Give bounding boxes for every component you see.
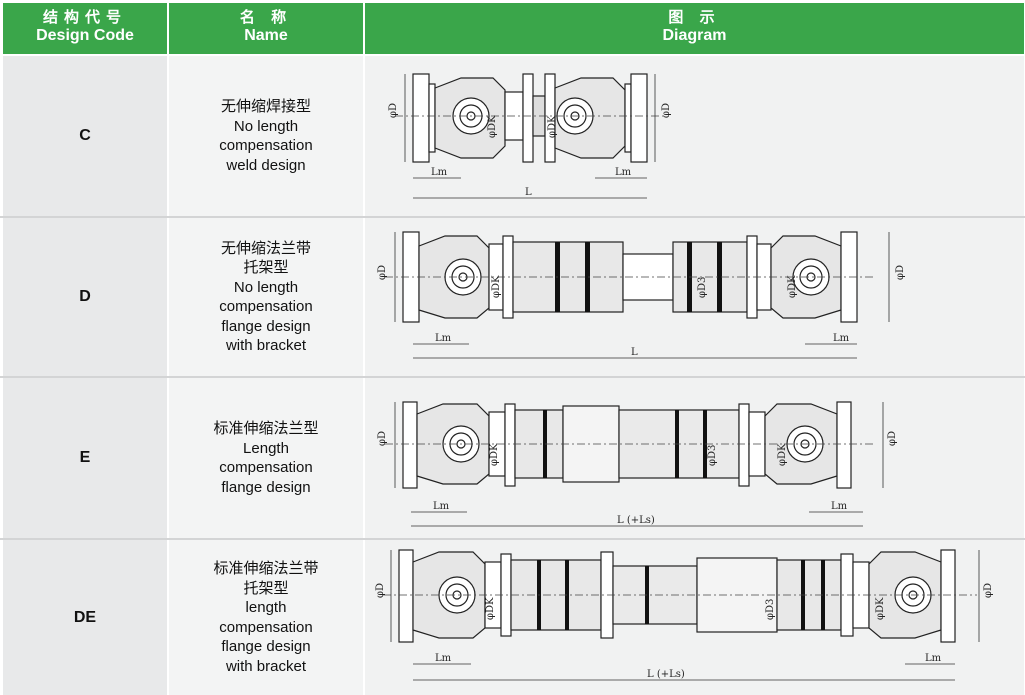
design-code-cell: C bbox=[3, 56, 167, 216]
header-name: 名 称 Name bbox=[169, 3, 363, 54]
design-code-cell: E bbox=[3, 378, 167, 538]
shaft-diagram-de: φD φD φDK φD3 φDK Lm Lm L (+Ls) bbox=[375, 549, 994, 681]
header-diagram-en: Diagram bbox=[662, 27, 727, 44]
name-line: compensation bbox=[219, 618, 313, 636]
design-name-cell: 标准伸缩法兰型 Length compensation flange desig… bbox=[169, 378, 363, 538]
dim-dk-left: φDK bbox=[487, 115, 498, 138]
name-line: 标准伸缩法兰型 bbox=[213, 420, 319, 437]
design-name-cell: 无伸缩法兰带 托架型 No length compensation flange… bbox=[169, 218, 363, 376]
dim-dk-right: φDK bbox=[777, 443, 788, 466]
name-line: No length bbox=[233, 278, 299, 296]
name-line: with bracket bbox=[225, 657, 307, 675]
design-code-cell: DE bbox=[3, 540, 167, 695]
diagram-cell: φD φD φDK φD3 φDK Lm Lm L (+Ls) bbox=[365, 378, 1024, 538]
name-line: 托架型 bbox=[243, 579, 289, 597]
name-line: 无伸缩焊接型 bbox=[220, 98, 311, 115]
dim-d3: φD3 bbox=[697, 277, 708, 298]
diagram-cell: φD φD φDK φD3 φDK Lm Lm L bbox=[365, 218, 1024, 376]
design-name-cell: 无伸缩焊接型 No length compensation weld desig… bbox=[169, 56, 363, 216]
header-name-en: Name bbox=[244, 27, 288, 44]
dim-d-right: φD bbox=[895, 265, 906, 280]
dim-lm-left: Lm bbox=[431, 167, 448, 178]
dim-dk-left: φDK bbox=[485, 597, 496, 620]
table-row-e: E 标准伸缩法兰型 Length compensation flange des… bbox=[0, 378, 1025, 538]
name-line: compensation bbox=[219, 459, 313, 476]
dim-dk-left: φDK bbox=[489, 443, 500, 466]
name-line: 标准伸缩法兰带 bbox=[213, 560, 319, 577]
name-line: 托架型 bbox=[243, 259, 289, 276]
name-line: flange design bbox=[221, 478, 311, 496]
row-divider bbox=[0, 376, 1025, 378]
header-design-code: 结构代号 Design Code bbox=[3, 3, 167, 54]
design-code-cell: D bbox=[3, 218, 167, 376]
diagram-cell: φD φD φDK φDK Lm Lm L bbox=[365, 56, 1024, 216]
design-name-cell: 标准伸缩法兰带 托架型 length compensation flange d… bbox=[169, 540, 363, 695]
name-line: weld design bbox=[226, 156, 306, 174]
dim-d3: φD3 bbox=[765, 599, 776, 620]
name-line: flange design bbox=[221, 317, 311, 335]
header-diagram: 图 示 Diagram bbox=[365, 3, 1024, 54]
row-divider bbox=[0, 216, 1025, 218]
dim-d-left: φD bbox=[377, 431, 388, 446]
dim-d-left: φD bbox=[375, 583, 386, 598]
table-row-de: DE 标准伸缩法兰带 托架型 length compensation flang… bbox=[0, 540, 1025, 695]
dim-lm-right: Lm bbox=[615, 167, 632, 178]
table-row-c: C 无伸缩焊接型 No length compensation weld des… bbox=[0, 56, 1025, 216]
dim-l: L (+Ls) bbox=[617, 515, 655, 526]
dim-d-right: φD bbox=[661, 103, 672, 118]
dim-d3: φD3 bbox=[707, 445, 718, 466]
dim-lm-right: Lm bbox=[831, 501, 848, 512]
name-line: with bracket bbox=[225, 337, 307, 354]
dim-lm-left: Lm bbox=[435, 333, 452, 344]
diagram-cell: φD φD φDK φD3 φDK Lm Lm L (+Ls) bbox=[365, 540, 1024, 695]
name-line: length bbox=[245, 599, 287, 616]
dim-lm-left: Lm bbox=[433, 501, 450, 512]
name-line: compensation bbox=[219, 298, 313, 315]
shaft-diagram-d: φD φD φDK φD3 φDK Lm Lm L bbox=[377, 231, 906, 359]
dim-l: L bbox=[631, 347, 638, 358]
dim-dk-left: φDK bbox=[491, 275, 502, 298]
dim-dk-right: φDK bbox=[787, 275, 798, 298]
name-line: flange design bbox=[221, 638, 311, 655]
dim-dk-right: φDK bbox=[875, 597, 886, 620]
row-divider bbox=[0, 538, 1025, 540]
header-code-cn: 结构代号 bbox=[42, 9, 127, 26]
dim-d-left: φD bbox=[377, 265, 388, 280]
dim-l: L bbox=[525, 187, 532, 198]
header-code-en: Design Code bbox=[36, 27, 134, 44]
dim-lm-right: Lm bbox=[925, 653, 942, 664]
name-line: No length bbox=[233, 117, 299, 135]
dim-l: L (+Ls) bbox=[647, 669, 685, 680]
shaft-diagram-c: φD φD φDK φDK Lm Lm L bbox=[388, 73, 672, 199]
dim-d-right: φD bbox=[887, 431, 898, 446]
shaft-diagram-e: φD φD φDK φD3 φDK Lm Lm L (+Ls) bbox=[377, 401, 898, 527]
name-line: Length bbox=[243, 439, 289, 457]
dim-lm-right: Lm bbox=[833, 333, 850, 344]
header-diagram-cn: 图 示 bbox=[668, 9, 721, 26]
header-name-cn: 名 称 bbox=[239, 9, 293, 26]
dim-d-left: φD bbox=[388, 103, 399, 118]
name-line: compensation bbox=[219, 137, 313, 154]
table-row-d: D 无伸缩法兰带 托架型 No length compensation flan… bbox=[0, 218, 1025, 376]
dim-lm-left: Lm bbox=[435, 653, 452, 664]
dim-d-right: φD bbox=[983, 583, 994, 598]
name-line: 无伸缩法兰带 bbox=[220, 239, 311, 257]
dim-dk-right: φDK bbox=[547, 115, 558, 138]
